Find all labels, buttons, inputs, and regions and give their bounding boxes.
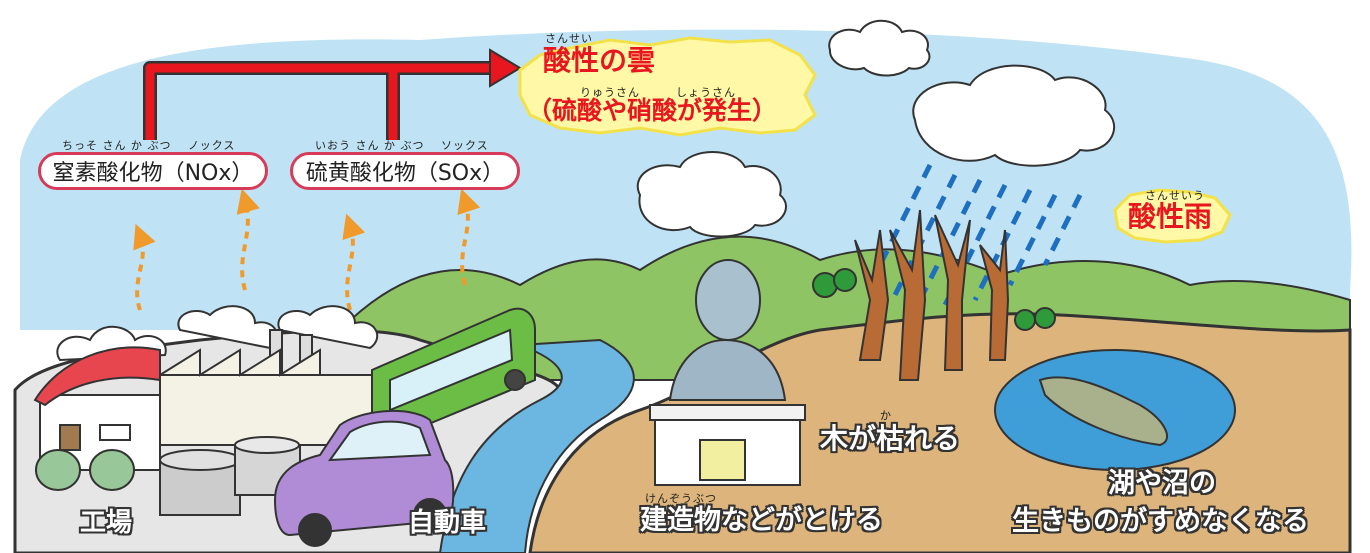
cloud-title: 酸性の雲	[543, 44, 656, 77]
building-ruby: けんぞうぶつ	[645, 492, 717, 505]
nox-label: 窒素酸化物（NOx）	[38, 152, 268, 190]
river	[438, 338, 635, 553]
sox-text: 硫黄酸化物（SOx）	[305, 161, 505, 186]
lake-label-line1: 湖や沼の	[1108, 468, 1216, 499]
cloud-subtitle: （硫酸や硝酸が発生）	[527, 96, 778, 125]
clouds	[636, 19, 1116, 238]
car	[273, 410, 455, 547]
cloud-title-ruby: さんせい	[545, 32, 593, 45]
cloud-label-burst	[518, 36, 817, 137]
red-arrow-head	[489, 48, 522, 88]
factory-label: 工場	[80, 508, 133, 538]
acid-rain-label: 酸性雨	[1128, 200, 1213, 233]
lake-label-line2: 生きものがすめなくなる	[1012, 506, 1309, 537]
cloud-subtitle-ruby: りゅうさん しょうさん	[580, 86, 736, 99]
emission-arrows	[133, 188, 481, 311]
dead-trees	[854, 209, 1010, 381]
green-trees	[812, 268, 1056, 331]
nox-ruby: ちっそ さん か ぶつ ノックス	[62, 139, 236, 152]
building-label: 建造物などがとける	[640, 505, 883, 536]
sox-label: 硫黄酸化物（SOx）	[290, 152, 520, 190]
tree-ruby: か	[880, 409, 892, 422]
statue	[649, 259, 806, 486]
nox-text: 窒素酸化物（NOx）	[52, 161, 254, 186]
rain-label-burst	[1113, 188, 1232, 244]
sox-ruby: いおう さん か ぶつ ソックス	[315, 139, 489, 152]
tree-label: 木が枯れる	[820, 422, 961, 455]
lake	[994, 349, 1236, 471]
acid-rain-ruby: さんせいう	[1145, 189, 1205, 202]
car-label: 自動車	[408, 508, 487, 538]
